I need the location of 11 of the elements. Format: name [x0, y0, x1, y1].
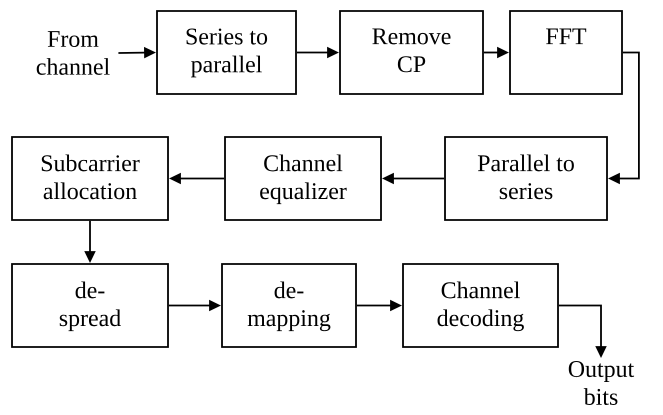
- process-box: Channel decoding: [402, 263, 559, 348]
- process-box: de- spread: [11, 263, 169, 348]
- process-box: Series to parallel: [156, 10, 297, 95]
- process-box: Remove CP: [339, 10, 484, 95]
- signal-label: From channel: [36, 31, 110, 75]
- process-box: Subcarrier allocation: [11, 136, 169, 221]
- process-box: FFT: [509, 10, 623, 95]
- process-box: Channel equalizer: [224, 136, 382, 221]
- process-box: de- mapping: [221, 263, 357, 348]
- process-box: Parallel to series: [444, 136, 608, 221]
- signal-label: Output bits: [568, 361, 634, 405]
